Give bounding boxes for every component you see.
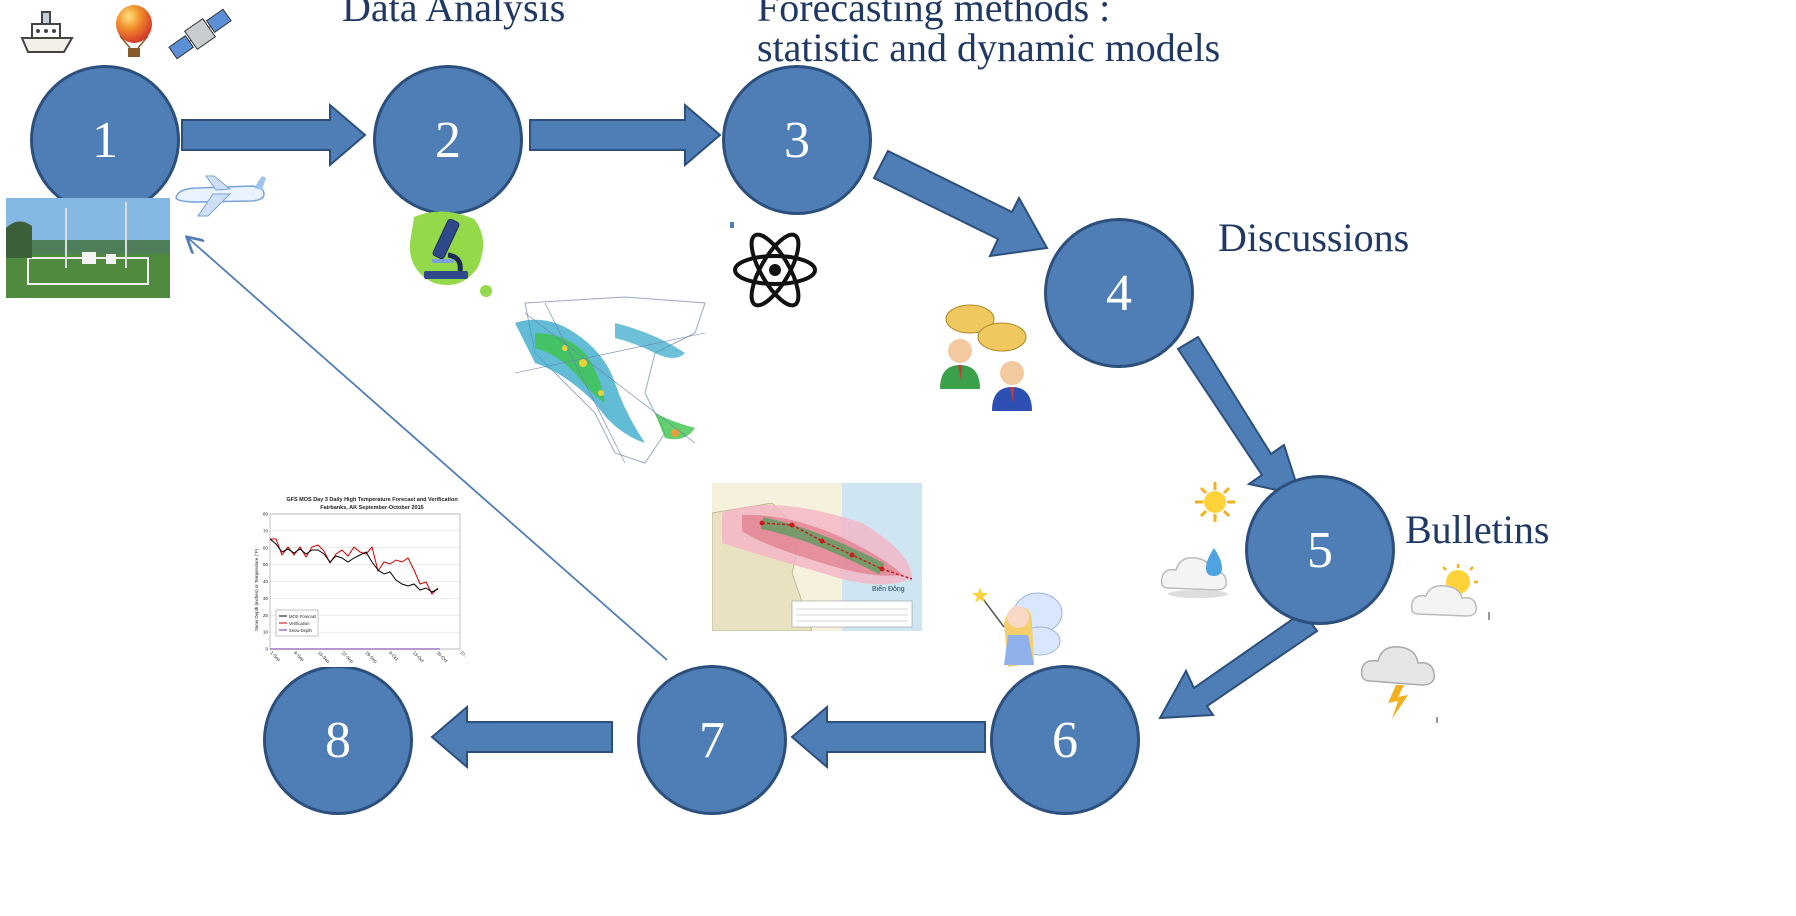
hot-air-balloon-icon	[116, 5, 152, 57]
node-3: 3	[722, 65, 872, 215]
chart-y-tick: 80	[263, 512, 269, 517]
cloud-rain-icon	[1160, 548, 1228, 598]
arrow-7-to-8	[430, 704, 613, 770]
node-8: 8	[263, 665, 413, 815]
atom-icon	[730, 222, 817, 308]
people-discussion-icon	[940, 304, 1032, 411]
fairy-icon	[972, 587, 1063, 667]
legend-verification: Verification	[289, 621, 310, 626]
node-5: 5	[1245, 475, 1395, 625]
feedback-arrow-to-1	[188, 238, 668, 661]
typhoon-track-map: Biển Đông	[712, 483, 922, 631]
ship-icon	[20, 11, 74, 53]
node-2: 2	[373, 65, 523, 215]
label-bulletins: Bulletins	[1405, 507, 1550, 552]
map-label-bien-dong: Biển Đông	[872, 585, 905, 593]
series-verification	[270, 538, 439, 595]
radar-map	[514, 296, 706, 464]
satellite-icon	[168, 8, 232, 60]
arrow-2-to-3	[529, 102, 722, 168]
node-6: 6	[990, 665, 1140, 815]
label-forecasting-line1: Forecasting methods :	[757, 0, 1111, 30]
legend-mos-forecast: MOS Forecast	[289, 614, 317, 619]
chart-y-tick: 70	[263, 528, 269, 533]
arrow-1-to-2	[181, 102, 367, 168]
legend-snow-depth: Snow Depth	[289, 628, 312, 633]
chart-y-tick: 20	[263, 613, 269, 618]
weather-station-photo	[6, 198, 170, 298]
arrow-3-to-4	[872, 149, 1049, 258]
node-4: 4	[1044, 218, 1194, 368]
label-discussions: Discussions	[1218, 215, 1410, 260]
chart-y-tick: 30	[263, 596, 269, 601]
sun-icon	[1195, 482, 1235, 522]
label-forecasting-line2: statistic and dynamic models	[757, 25, 1221, 70]
partly-cloudy-icon	[1410, 564, 1490, 620]
arrow-5-to-6	[1158, 610, 1319, 720]
airplane-icon	[175, 175, 266, 217]
mos-verification-chart: GFS MOS Day 3 Daily High Temperature For…	[250, 492, 465, 667]
node-7: 7	[637, 665, 787, 815]
node-1: 1	[30, 65, 180, 215]
chart-y-tick: 60	[263, 545, 269, 550]
arrow-6-to-7	[790, 704, 986, 770]
microscope-icon	[409, 211, 492, 297]
chart-title-line2: Fairbanks, AK September-October 2016	[320, 505, 423, 511]
chart-y-tick: 10	[263, 630, 269, 635]
arrow-4-to-5	[1176, 335, 1302, 497]
chart-ylabel: Snow Depth (inches) or Temperature (°F)	[254, 548, 259, 631]
label-data-analysis: Data Analysis	[342, 0, 566, 30]
thunderstorm-cloud-icon	[1360, 646, 1438, 723]
chart-y-tick: 50	[263, 562, 269, 567]
series-mos-forecast	[269, 538, 439, 593]
chart-x-tick: 6-Oct	[388, 650, 400, 662]
chart-title-line1: GFS MOS Day 3 Daily High Temperature For…	[286, 497, 458, 503]
chart-y-tick: 40	[263, 579, 269, 584]
chart-y-tick: 0	[265, 647, 268, 652]
